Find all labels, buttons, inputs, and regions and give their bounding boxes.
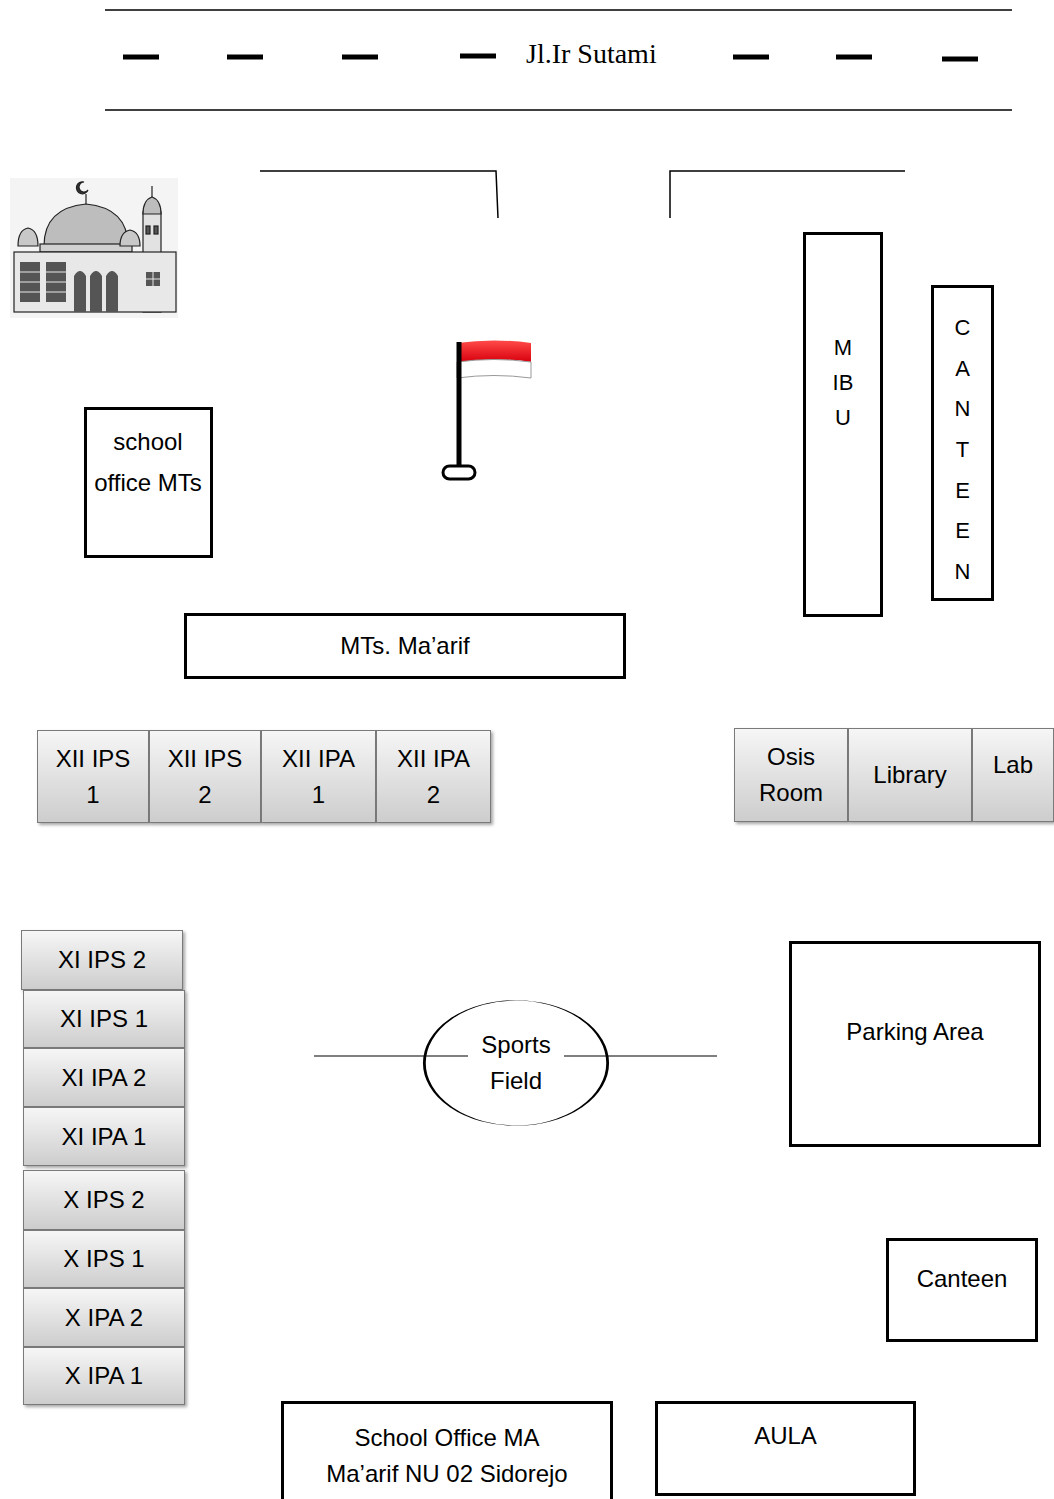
room-box: Lab [972, 728, 1054, 822]
minaret-window [154, 226, 158, 234]
main-dome [44, 204, 128, 246]
classroom-box: XI IPA 2 [23, 1048, 185, 1107]
canteen-box: Canteen [886, 1238, 1038, 1342]
classroom-box: X IPA 2 [23, 1288, 185, 1347]
field-ellipse: Sports Field [422, 1000, 610, 1126]
room-label: XII IPA 1 [280, 741, 357, 813]
room-label: XI IPS 1 [60, 1001, 148, 1037]
side-dome [120, 230, 140, 246]
building-box: MTs. Ma’arif [184, 613, 626, 679]
room-label: CANTEEN [952, 308, 974, 593]
classroom-box: XI IPS 2 [21, 930, 183, 990]
room-label: Lab [993, 747, 1033, 783]
window-bars [20, 272, 160, 292]
road-dash [227, 55, 263, 60]
gate [260, 171, 905, 218]
mosque-icon [10, 178, 178, 318]
road-dash [942, 57, 978, 62]
room-label: Osis Room [755, 739, 827, 811]
flag [443, 341, 531, 480]
gate-wall [670, 171, 905, 218]
room-label: Sports Field [468, 1027, 564, 1099]
hall-box: AULA [655, 1401, 916, 1496]
classroom-box: X IPS 2 [23, 1170, 185, 1230]
dome-base [40, 244, 132, 252]
minaret-window [146, 226, 150, 234]
flag-base [443, 466, 475, 479]
classroom-box: XII IPS 2 [149, 730, 261, 823]
building-box: MIBU [803, 232, 883, 617]
classroom-box: XII IPA 1 [261, 730, 376, 823]
classroom-box: X IPS 1 [23, 1230, 185, 1288]
room-label: AULA [754, 1418, 817, 1454]
room-box: Library [848, 728, 972, 822]
road [105, 10, 1012, 110]
room-label: school office MTs [87, 422, 210, 504]
office-box: School Office MA Ma’arif NU 02 Sidorejo [281, 1401, 613, 1499]
room-label: XII IPS 1 [55, 741, 132, 813]
road-dash [342, 55, 378, 60]
icon-ground [10, 178, 178, 318]
room-label: XI IPA 1 [62, 1119, 147, 1155]
classroom-box: XI IPA 1 [23, 1107, 185, 1166]
road-edge [105, 9, 1012, 11]
classroom-box: X IPA 1 [23, 1347, 185, 1405]
flag-pole [457, 342, 462, 468]
classroom-box: XII IPA 2 [376, 730, 491, 823]
room-box: Osis Room [734, 728, 848, 822]
ellipse-shape [424, 1000, 607, 1125]
room-label: X IPA 2 [65, 1300, 143, 1336]
canteen-box: CANTEEN [931, 285, 994, 601]
mosque-hall [14, 252, 176, 312]
hall-windows [20, 262, 160, 312]
room-label: X IPA 1 [65, 1358, 143, 1394]
room-label: XI IPS 2 [58, 942, 146, 978]
flag-white [457, 360, 531, 379]
room-label: School Office MA Ma’arif NU 02 Sidorejo [321, 1420, 573, 1492]
flag-red [457, 341, 531, 363]
room-label: MIBU [832, 330, 854, 436]
street-name: Jl.Ir Sutami [520, 38, 663, 70]
gate-wall [260, 171, 498, 218]
room-label: MTs. Ma’arif [340, 628, 469, 664]
minaret-spire [151, 186, 152, 197]
minaret-dome [143, 197, 161, 214]
parking-box: Parking Area [789, 941, 1041, 1147]
room-label: Canteen [917, 1261, 1008, 1297]
classroom-box: XII IPS 1 [37, 730, 149, 823]
room-label: XI IPA 2 [62, 1060, 147, 1096]
road-edge [105, 109, 1012, 111]
room-label: XII IPS 2 [167, 741, 244, 813]
road-dash [733, 55, 769, 60]
classroom-box: XI IPS 1 [23, 990, 185, 1048]
room-label: X IPS 1 [63, 1241, 144, 1277]
room-label: XII IPA 2 [395, 741, 472, 813]
road-dash [460, 54, 496, 59]
room-label: X IPS 2 [63, 1182, 144, 1218]
crescent [76, 182, 88, 194]
road-dash [836, 55, 872, 60]
office-box: school office MTs [84, 407, 213, 558]
room-label: Parking Area [846, 1014, 983, 1050]
room-label: Library [873, 757, 946, 793]
dome-spire [85, 194, 86, 204]
side-dome [18, 228, 38, 246]
road-dash [123, 55, 159, 60]
